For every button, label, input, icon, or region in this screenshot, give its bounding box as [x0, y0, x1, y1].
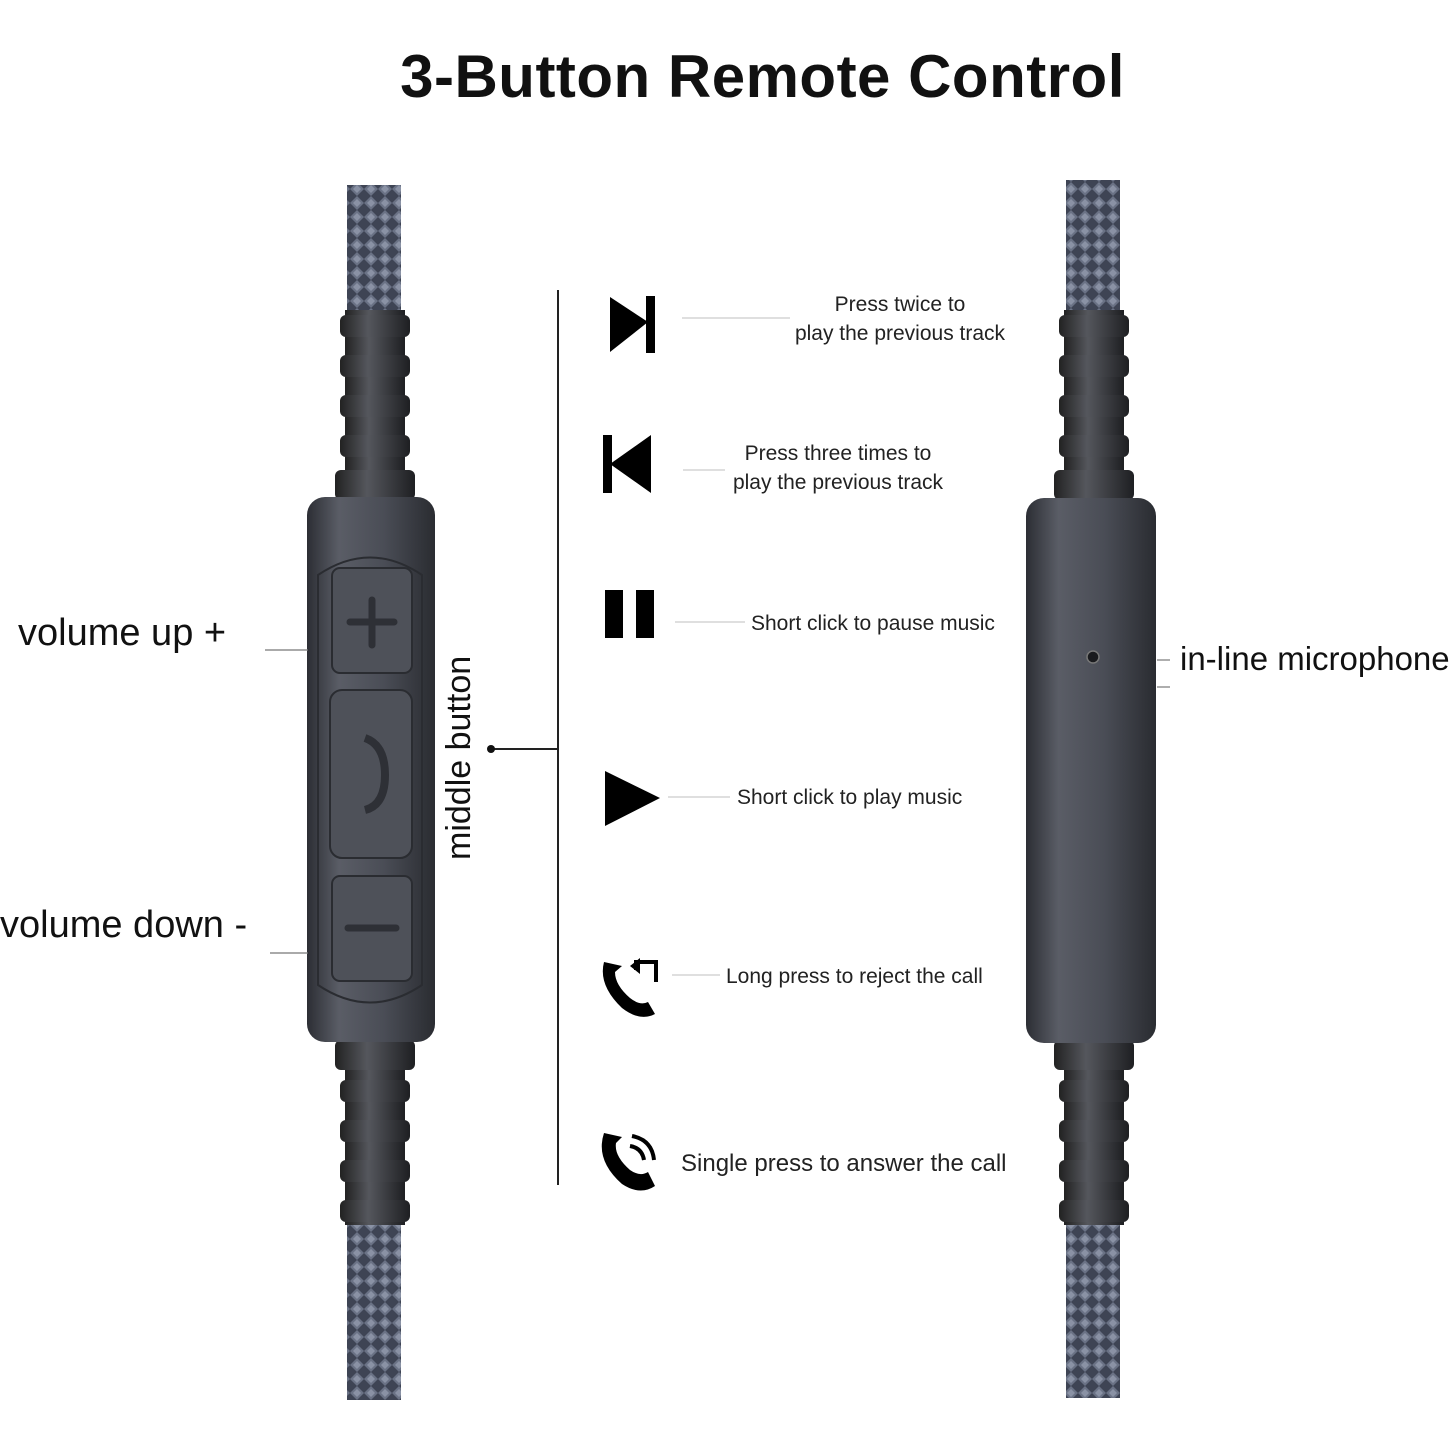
left-cable: [307, 185, 435, 1400]
microphone-hole: [1086, 650, 1100, 664]
function-leaders: [668, 317, 790, 976]
play-icon: [605, 771, 660, 826]
middle-button-pointer: [487, 745, 495, 753]
phone-icon: [363, 734, 390, 814]
next-track-icon: [610, 296, 655, 353]
microphone-body: [1026, 498, 1156, 1043]
function-answer-call: Single press to answer the call: [681, 1150, 1007, 1177]
function-text: play the previous track: [732, 471, 944, 494]
plus-icon: [346, 596, 398, 649]
previous-track-icon: [603, 435, 651, 493]
pause-icon: [605, 590, 654, 638]
page-title: 3-Button Remote Control: [400, 43, 1125, 110]
reject-call-icon: [602, 958, 658, 1017]
function-previous-track: Press three times to play the previous t…: [728, 439, 948, 497]
microphone-label: in-line microphone: [1180, 640, 1450, 677]
function-text: Press twice to: [834, 293, 966, 316]
leader-lines: [265, 290, 1170, 1185]
strain-relief-top: [335, 310, 415, 500]
function-play: Short click to play music: [737, 786, 963, 809]
strain-relief-bottom: [335, 1040, 415, 1225]
right-cable: [1026, 180, 1156, 1398]
volume-down-label: volume down -: [0, 904, 248, 946]
answer-call-icon: [601, 1133, 656, 1191]
middle-button-label: middle button: [440, 655, 478, 860]
function-pause: Short click to pause music: [751, 612, 995, 635]
function-text: Press three times to: [744, 442, 932, 465]
function-reject-call: Long press to reject the call: [726, 965, 983, 988]
middle-button[interactable]: [329, 689, 413, 859]
volume-up-label: volume up +: [18, 612, 227, 654]
function-next-track: Press twice to play the previous track: [790, 290, 1010, 348]
function-text: play the previous track: [794, 322, 1006, 345]
